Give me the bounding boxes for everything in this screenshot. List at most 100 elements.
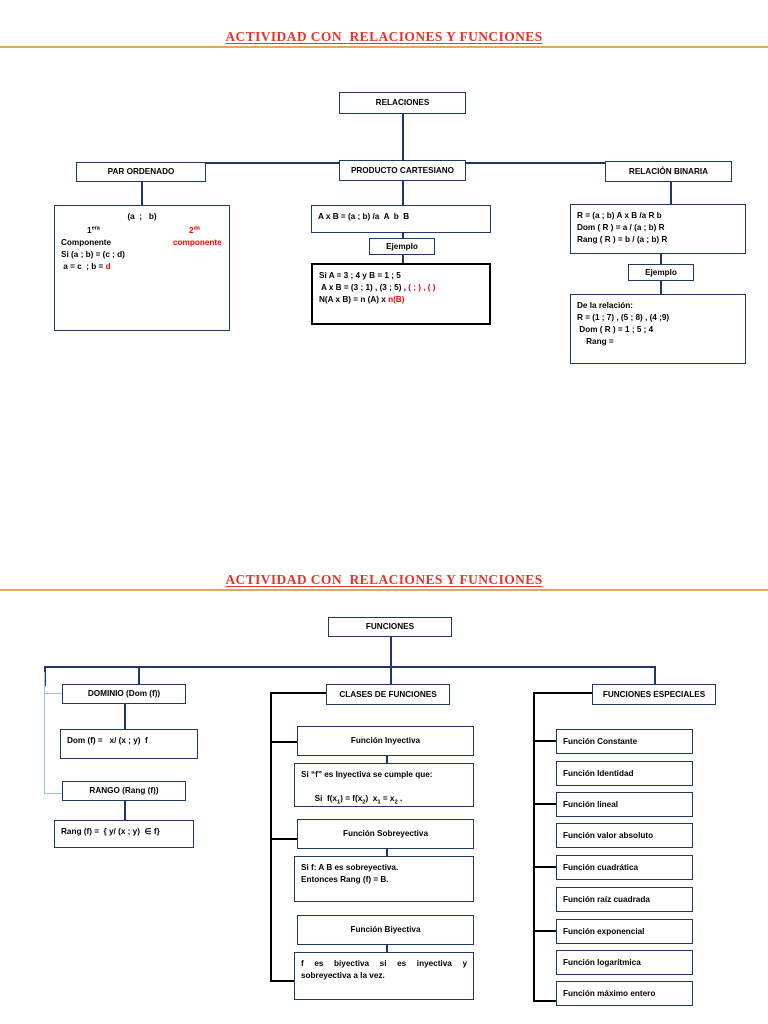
node-clases-funciones[interactable]: CLASES DE FUNCIONES — [326, 684, 450, 705]
connector-ejemplo-down-relacion — [660, 281, 662, 295]
connector-clases-sobreyectiva — [270, 838, 298, 840]
par-ordenado-second-ord: 2 — [189, 225, 194, 235]
node-par-ordenado[interactable]: PAR ORDENADO — [76, 162, 206, 182]
inyectiva-desc-line1: Si “f” es Inyectiva se cumple que: — [301, 770, 433, 779]
connector-par-ordenado-down — [141, 182, 143, 205]
node-dominio-label: DOMINIO (Dom (f)) — [87, 689, 161, 699]
page-title-bottom: ACTIVIDAD CON RELACIONES Y FUNCIONES — [0, 571, 768, 589]
node-funciones-label: FUNCIONES — [365, 622, 415, 632]
node-funcion-inyectiva-label: Función Inyectiva — [350, 736, 421, 746]
connector-clases-left — [270, 692, 328, 694]
par-ordenado-line4-red: d — [105, 261, 111, 271]
relacion-def-line2: Dom ( R ) = a / (a ; b) R — [577, 222, 665, 232]
connector-relacion-to-ejemplo — [660, 254, 662, 264]
node-especial-8[interactable]: Función logarítmica — [556, 950, 693, 975]
connector-especiales-5 — [533, 866, 557, 868]
inyectiva-desc-b: ) = f(x — [340, 793, 363, 803]
node-producto-ejemplo-label: Ejemplo — [386, 241, 418, 251]
node-funciones-especiales[interactable]: FUNCIONES ESPECIALES — [592, 684, 716, 705]
inyectiva-sub-4: 2 — [394, 799, 398, 806]
card-par-ordenado: (a ; b) 1era 2da Componente componente S… — [54, 205, 230, 331]
connector-biyectiva-down — [386, 945, 388, 953]
page-title-top: ACTIVIDAD CON RELACIONES Y FUNCIONES — [0, 28, 768, 46]
node-relacion-ejemplo[interactable]: Ejemplo — [628, 264, 694, 281]
node-especial-2-label: Función Identidad — [563, 769, 634, 778]
page-title-bottom-text: ACTIVIDAD CON RELACIONES Y FUNCIONES — [225, 572, 543, 587]
node-funcion-biyectiva[interactable]: Función Biyectiva — [297, 915, 474, 945]
card-rango-formula: Rang (f) = { y/ (x ; y) ∈ f} — [54, 820, 194, 848]
node-producto-ejemplo[interactable]: Ejemplo — [369, 238, 435, 255]
card-funcion-sobreyectiva-desc: Si f: A B es sobreyectiva. Entonces Rang… — [294, 856, 474, 902]
node-especial-8-label: Función logarítmica — [563, 958, 641, 967]
connector-producto-to-ejemplo — [402, 233, 404, 239]
connector-left-rail-dominio — [44, 693, 62, 695]
connector-relacion-down — [670, 182, 672, 204]
connector-especiales-left — [533, 692, 593, 694]
connector-to-dominio-node — [138, 666, 140, 686]
inyectiva-sub-3: 1 — [377, 799, 381, 806]
connector-ejemplo-down-producto — [402, 255, 404, 263]
connector-clases-inyectiva — [270, 741, 298, 743]
producto-ejemplo-line2: A x B = (3 ; 1) , (3 ; 5) , — [319, 282, 409, 292]
node-funcion-inyectiva[interactable]: Función Inyectiva — [297, 726, 474, 756]
connector-especiales-rail — [533, 692, 535, 1002]
connector-especiales-7 — [533, 930, 557, 932]
producto-ejemplo-line1: Si A = 3 ; 4 y B = 1 ; 5 — [319, 271, 401, 280]
node-clases-funciones-label: CLASES DE FUNCIONES — [339, 689, 437, 699]
sobreyectiva-desc-line2: Entonces Rang (f) = B. — [301, 874, 389, 884]
relacion-ej-line1: De la relación: — [577, 301, 633, 310]
connector-left-rail — [44, 672, 46, 794]
node-especial-7-label: Función exponencial — [563, 927, 645, 936]
node-funcion-sobreyectiva[interactable]: Función Sobreyectiva — [297, 819, 474, 849]
node-relaciones[interactable]: RELACIONES — [339, 92, 466, 114]
node-especial-5[interactable]: Función cuadrática — [556, 855, 693, 880]
connector-especiales-1 — [533, 740, 557, 742]
card-producto-ejemplo: Si A = 3 ; 4 y B = 1 ; 5 A x B = (3 ; 1)… — [311, 263, 491, 325]
node-especial-7[interactable]: Función exponencial — [556, 919, 693, 944]
card-dominio-formula: Dom (f) = x/ (x ; y) f — [60, 729, 198, 759]
node-especial-5-label: Función cuadrática — [563, 863, 639, 872]
node-rango-label: RANGO (Rang (f)) — [89, 786, 159, 796]
connector-to-especiales — [654, 666, 656, 686]
connector-funciones-bus — [44, 666, 655, 668]
par-ordenado-first-word: Componente — [61, 237, 112, 247]
inyectiva-desc-d: = x — [380, 793, 395, 803]
node-relaciones-label: RELACIONES — [375, 98, 430, 108]
card-relacion-ejemplo: De la relación: R = (1 ; 7) , (5 ; 8) , … — [570, 294, 746, 364]
producto-ejemplo-line3-red: n(B) — [388, 294, 405, 304]
par-ordenado-second-sup: da — [193, 225, 200, 232]
node-producto-cartesiano[interactable]: PRODUCTO CARTESIANO — [339, 160, 466, 181]
par-ordenado-first-ord: 1 — [87, 225, 92, 235]
node-funciones[interactable]: FUNCIONES — [328, 617, 452, 637]
node-producto-cartesiano-label: PRODUCTO CARTESIANO — [350, 165, 455, 175]
producto-definicion-text: A x B = (a ; b) /a A b B — [318, 212, 410, 221]
par-ordenado-second-word: componente — [173, 237, 222, 247]
inyectiva-sub-2: 2 — [362, 799, 366, 806]
rango-formula-text: Rang (f) = { y/ (x ; y) ∈ f} — [61, 827, 160, 836]
node-especial-3[interactable]: Función lineal — [556, 792, 693, 817]
node-especial-9[interactable]: Función máximo entero — [556, 981, 693, 1006]
node-rango[interactable]: RANGO (Rang (f)) — [62, 781, 186, 801]
page-title-top-text: ACTIVIDAD CON RELACIONES Y FUNCIONES — [225, 29, 543, 44]
node-par-ordenado-label: PAR ORDENADO — [107, 167, 175, 177]
relacion-ej-line4: Rang = — [577, 336, 614, 346]
connector-clases-rail — [270, 692, 272, 982]
connector-inyectiva-down — [386, 756, 388, 764]
node-relacion-binaria[interactable]: RELACIÓN BINARIA — [605, 161, 732, 182]
producto-ejemplo-line3: N(A x B) = n (A) x — [319, 294, 389, 304]
node-especial-2[interactable]: Función Identidad — [556, 761, 693, 786]
connector-especiales-9 — [533, 1000, 557, 1002]
node-dominio[interactable]: DOMINIO (Dom (f)) — [62, 684, 186, 704]
par-ordenado-line4: a = c ; b = — [61, 261, 106, 271]
relacion-def-line1: R = (a ; b) A x B /a R b — [577, 211, 662, 220]
relacion-ej-line2: R = (1 ; 7) , (5 ; 8) , (4 ;9) — [577, 312, 670, 322]
node-especial-6[interactable]: Función raíz cuadrada — [556, 887, 693, 912]
node-especial-4[interactable]: Función valor absoluto — [556, 823, 693, 848]
par-ordenado-pair: (a ; b) — [127, 212, 157, 221]
card-producto-definicion: A x B = (a ; b) /a A b B — [311, 205, 491, 233]
node-funciones-especiales-label: FUNCIONES ESPECIALES — [602, 689, 706, 699]
node-especial-1[interactable]: Función Constante — [556, 729, 693, 754]
connector-relaciones-trunk — [402, 114, 404, 162]
biyectiva-desc-line1: f es biyectiva si es inyectiva y sobreye… — [301, 959, 467, 980]
